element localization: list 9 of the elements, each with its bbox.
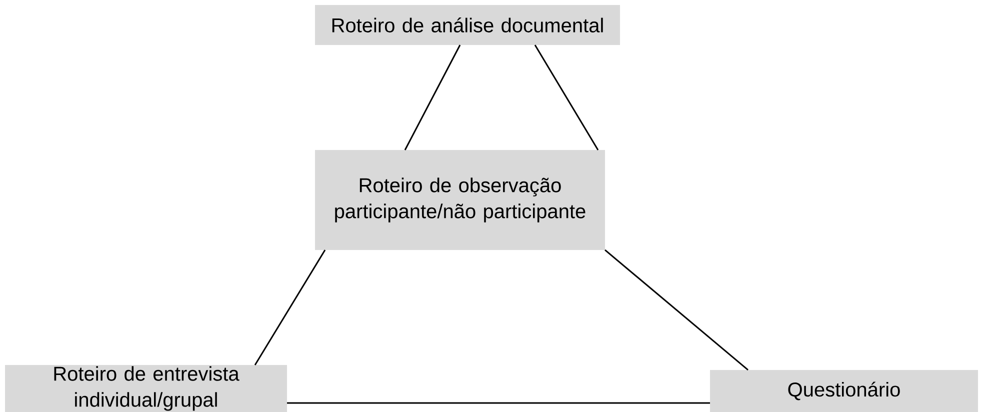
connector-line (404, 44, 461, 150)
connector-line (287, 402, 710, 404)
text-box: Roteiro de análise documental (315, 5, 620, 45)
connector-line (534, 44, 599, 150)
connector-line (254, 250, 326, 366)
text-box: Questionário (710, 370, 978, 412)
text-box: Roteiro de entrevista individual/grupal (5, 364, 287, 412)
text-box: Roteiro de observação participante/não participante (315, 150, 605, 250)
connector-line (604, 249, 748, 371)
